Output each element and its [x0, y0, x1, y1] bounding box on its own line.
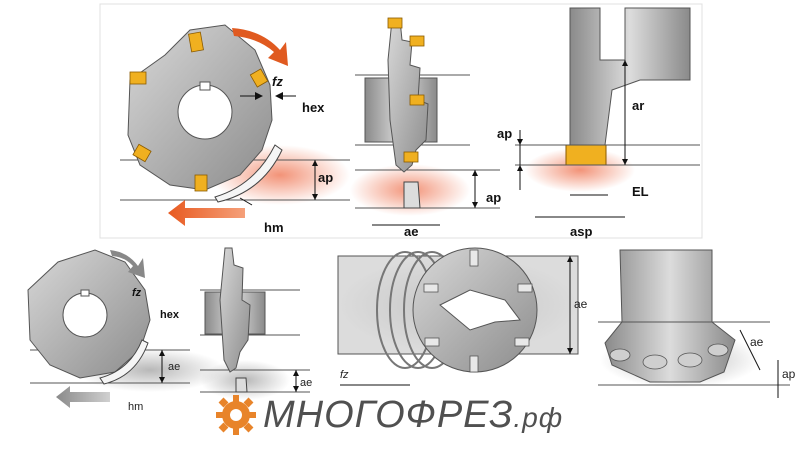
feed-arrow — [168, 200, 245, 226]
label-ae: ae — [168, 361, 180, 373]
label-EL: EL — [632, 184, 649, 199]
label-ae: ae — [750, 335, 764, 349]
top-middle-cutter-side-view: ap ae — [350, 17, 501, 239]
cutter-bore — [62, 292, 108, 338]
chip — [214, 144, 283, 203]
label-fz: fz — [340, 369, 349, 381]
label-ae: ae — [574, 297, 588, 311]
insert — [423, 283, 439, 293]
label-ap: ap — [497, 126, 512, 141]
cutter-disc — [219, 247, 251, 373]
cutter-bore — [439, 289, 521, 331]
slot — [235, 377, 248, 393]
label-ae: ae — [404, 224, 418, 239]
label-ap: ap — [318, 170, 333, 185]
gear-icon — [216, 395, 256, 435]
brand-name: МНОГОФРЕЗ.рф — [263, 393, 564, 436]
label-ap: ap — [486, 190, 501, 205]
insert — [194, 174, 208, 192]
chip — [99, 339, 149, 385]
insert — [403, 151, 419, 163]
label-asp: asp — [570, 224, 592, 239]
cutter-bore — [177, 84, 233, 140]
bottom-third-disc-cutter: ae fz — [337, 247, 588, 386]
top-right-shoulder-diagram: ap ar EL asp — [497, 7, 700, 239]
insert — [424, 337, 440, 347]
label-hex: hex — [160, 309, 180, 321]
label-hex: hex — [302, 100, 325, 115]
insert — [188, 31, 204, 53]
keyway — [80, 289, 90, 297]
insert — [249, 68, 269, 88]
tool-body — [604, 249, 736, 383]
insert — [469, 355, 479, 373]
insert — [129, 71, 147, 85]
insert — [132, 143, 152, 163]
label-fz: fz — [132, 287, 142, 299]
top-left-cutter-diagram: fz hex ap hm — [120, 24, 350, 235]
keyway — [199, 81, 211, 91]
label-hm: hm — [128, 401, 143, 413]
rotation-arrow — [232, 28, 288, 66]
insert — [514, 337, 530, 347]
cutter-disc — [387, 19, 429, 173]
feed-arrow — [56, 386, 110, 408]
slot — [403, 181, 421, 209]
rotation-arrow — [110, 250, 145, 278]
insert — [517, 283, 533, 293]
insert — [469, 249, 479, 267]
label-ap: ap — [782, 367, 796, 381]
insert — [565, 144, 607, 166]
brand-suffix: .рф — [513, 401, 564, 433]
label-hm: hm — [264, 220, 284, 235]
bottom-second-cutter-side-view: ae — [200, 247, 312, 400]
heat-zone — [525, 148, 635, 192]
insert — [387, 17, 403, 29]
bottom-right-end-mill: ae ap — [598, 249, 796, 398]
insert — [409, 94, 425, 106]
label-ae: ae — [300, 377, 312, 389]
insert — [409, 35, 425, 47]
label-fz: fz — [272, 74, 283, 89]
label-ar: ar — [632, 98, 644, 113]
bottom-left-cutter-diagram: fz hex ae hm — [27, 249, 225, 413]
brand-logo[interactable]: МНОГОФРЕЗ.рф — [215, 388, 563, 442]
